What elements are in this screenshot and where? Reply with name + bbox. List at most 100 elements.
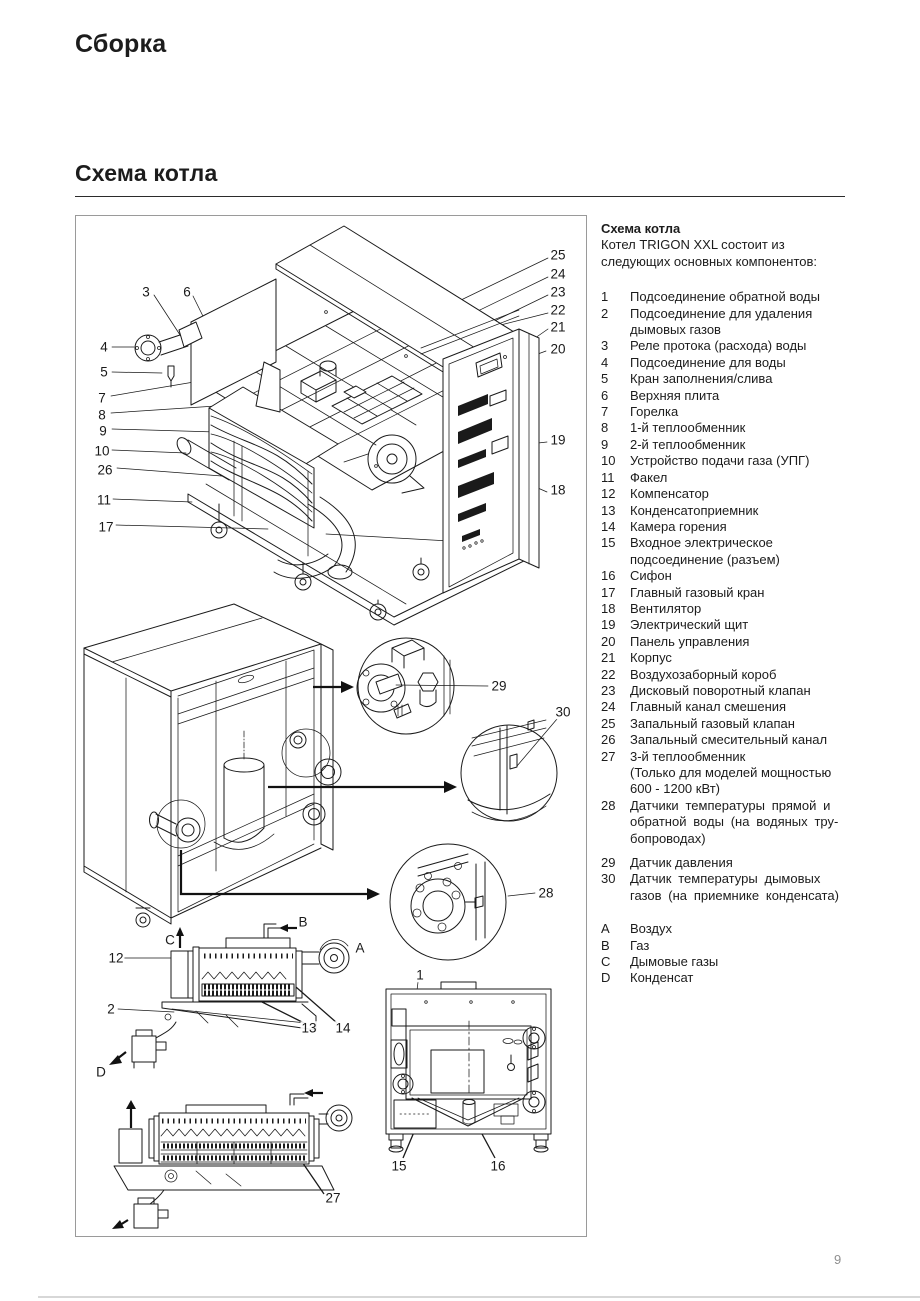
condensate-trap-d: [131, 1013, 177, 1069]
legend-item-text: Воздухозаборный короб: [630, 666, 777, 682]
legend-item-number: 9: [601, 436, 609, 452]
callout-27: 27: [324, 1190, 342, 1206]
gas-supply-tube: [176, 437, 237, 481]
left-wall-panel: [190, 278, 277, 406]
legend-item-text: Камера горения: [630, 518, 727, 534]
legend-item-30: 30 Датчик температуры дымовых газов (на п…: [601, 871, 849, 904]
condensate-trap-27: [133, 1189, 169, 1229]
callout-21: 21: [549, 319, 567, 335]
v-brace-and-siphon: [411, 1097, 525, 1127]
legend-item-text: Дымовые газы: [630, 954, 719, 970]
leaders-12-2: [117, 957, 175, 1013]
callout-8: 8: [97, 407, 107, 423]
legend-item-number: 4: [601, 354, 609, 370]
callout-28: 28: [537, 885, 555, 901]
callout-18: 18: [549, 482, 567, 498]
legend-item-text: Датчик давления: [630, 855, 733, 871]
legend-heading: Схема котла: [601, 221, 681, 236]
legend-item-text: Электрический щит: [630, 617, 749, 633]
heat-exchanger-side-view: [109, 923, 350, 1069]
legend-item-text: Датчик температуры дымовых газов (на при…: [630, 871, 839, 903]
page-number: 9: [834, 1252, 842, 1267]
electrical-inlet-panel: [393, 1099, 437, 1129]
main-gas-pipe: [273, 496, 356, 580]
caster-wheel: [135, 907, 151, 928]
detail-arrows: [179, 681, 457, 900]
callout-D: D: [95, 1064, 107, 1080]
callout-9: 9: [98, 423, 108, 439]
legend-item-text: Входное электрическое подсоединение (раз…: [630, 535, 780, 567]
legend-item-number: A: [601, 921, 610, 937]
legend-item-number: 6: [601, 387, 609, 403]
top-isometric-view: [110, 225, 549, 626]
fill-drain-valve: [167, 365, 175, 388]
legend-item-number: B: [601, 937, 610, 953]
detail-source-ring-29: [281, 728, 331, 778]
legend-item-number: 12: [601, 486, 616, 502]
legend-item-number: C: [601, 954, 611, 970]
section-heading: Схема котла: [75, 160, 218, 186]
legend-item-text: Главный канал смешения: [630, 699, 787, 715]
legend-item-number: 30: [601, 871, 616, 887]
legend-item-4: 4 Подсоединение для воды: [601, 355, 849, 371]
middle-isometric-view: [83, 603, 558, 961]
callout-2: 2: [106, 1001, 116, 1017]
scan-artifact-line: [38, 1296, 920, 1298]
legend-item-number: 27: [601, 748, 616, 764]
callout-11: 11: [95, 492, 113, 508]
condensate-receiver-cylinder: [213, 730, 275, 850]
legend-item-22: 22 Воздухозаборный короб: [601, 667, 849, 683]
fan-volute: [343, 434, 425, 494]
return-water-flange: [149, 811, 201, 843]
leader-29: [395, 684, 489, 687]
legend-item-C: C Дымовые газы: [601, 954, 849, 970]
center-panel: [430, 1049, 485, 1094]
callout-26: 26: [96, 462, 114, 478]
leader-28: [507, 892, 536, 897]
legend-item-number: 26: [601, 732, 616, 748]
legend-item-text: Подсоединение для воды: [630, 354, 786, 370]
callout-10: 10: [93, 443, 111, 459]
legend-item-number: 7: [601, 404, 609, 420]
legend-item-text: Вентилятор: [630, 600, 702, 616]
legend-item-text: Факел: [630, 469, 668, 485]
thermometer-port: [507, 1054, 515, 1071]
left-oval-port: [390, 1039, 408, 1069]
callout-16: 16: [489, 1158, 507, 1174]
legend-item-number: 13: [601, 502, 616, 518]
legend-panel: Схема котла Котел TRIGON XXL состоит из …: [601, 221, 849, 987]
legend-item-number: 2: [601, 305, 609, 321]
callout-B: B: [297, 914, 309, 930]
legend-item-text: Датчики температуры прямой и обратной во…: [630, 797, 839, 846]
legend-item-number: 5: [601, 371, 609, 387]
casing-interior: [135, 649, 342, 928]
legend-item-text: Главный газовый кран: [630, 584, 765, 600]
legend-intro: Котел TRIGON XXL состоит из следующих ос…: [601, 237, 818, 269]
sensor-flange-ports: [289, 731, 342, 826]
legend-item-29: 29 Датчик давления: [601, 855, 849, 871]
condensate-tray-27: [113, 1165, 335, 1191]
legend-item-text: Конденсат: [630, 970, 694, 986]
legend-item-number: 22: [601, 666, 616, 682]
legend-item-number: 29: [601, 855, 616, 871]
callout-29: 29: [490, 678, 508, 694]
flow-switch: [178, 321, 203, 348]
fan-side-view: [318, 939, 350, 974]
